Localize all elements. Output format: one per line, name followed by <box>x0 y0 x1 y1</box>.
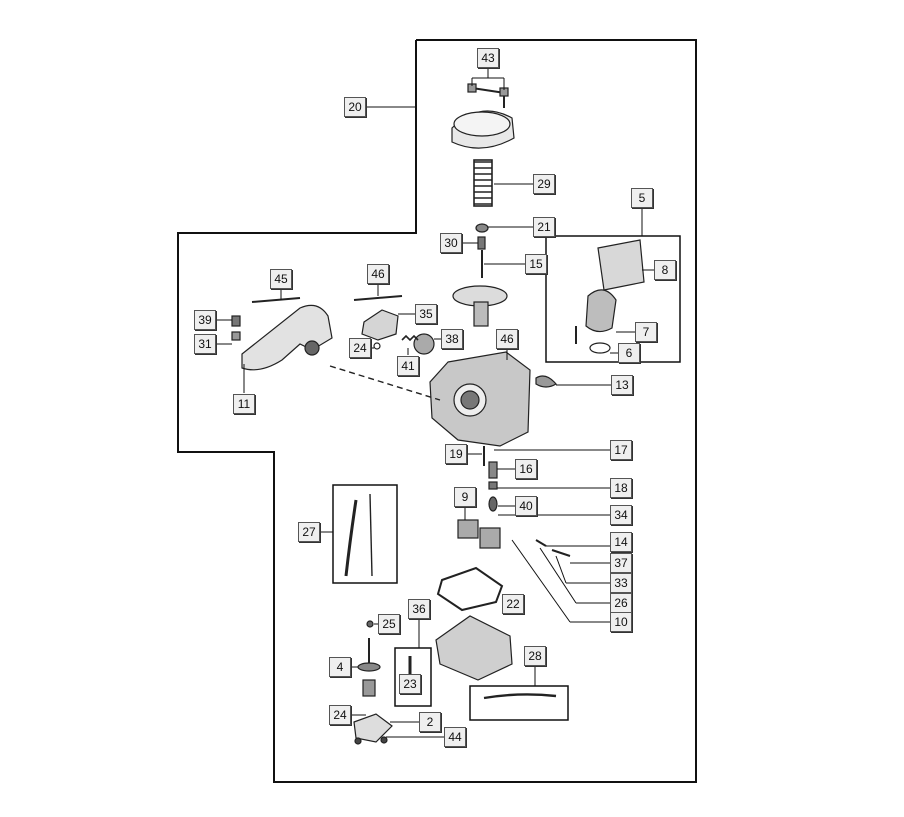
callout-c36: 36 <box>408 599 430 619</box>
callout-c20: 20 <box>344 97 366 117</box>
callout-c9: 9 <box>454 487 476 507</box>
group-box-27 <box>332 484 398 584</box>
callout-c19: 19 <box>445 444 467 464</box>
part-35-flange <box>361 309 399 341</box>
callout-c34: 34 <box>610 505 632 525</box>
parts <box>231 83 645 745</box>
part-9-float <box>457 519 479 539</box>
callout-c31: 31 <box>194 334 216 354</box>
callout-c46a: 46 <box>367 264 389 284</box>
group-box-28 <box>469 685 569 721</box>
callout-c33: 33 <box>610 573 632 593</box>
part-2-cover <box>353 713 393 743</box>
callout-c7: 7 <box>635 322 657 342</box>
callout-c30: 30 <box>440 233 462 253</box>
callout-c43: 43 <box>477 48 499 68</box>
part-44-screw <box>354 737 362 745</box>
callout-c21: 21 <box>533 217 555 237</box>
callout-c2: 2 <box>419 712 441 732</box>
callout-c6: 6 <box>618 343 640 363</box>
callout-c23: 23 <box>399 674 421 694</box>
part-38 <box>413 333 435 355</box>
callout-c10: 10 <box>610 612 632 632</box>
callout-c16: 16 <box>515 459 537 479</box>
part-6-oring <box>589 342 611 354</box>
part-25 <box>366 620 374 628</box>
callout-c25: 25 <box>378 614 400 634</box>
part-11-throttle-lever <box>241 304 333 371</box>
part-28-hose <box>483 693 557 700</box>
part-7-choke-body <box>585 289 617 333</box>
part-40 <box>488 496 498 512</box>
callout-c13: 13 <box>611 375 633 395</box>
group-box-5 <box>545 235 681 363</box>
outer-frame <box>177 39 697 783</box>
part-4 <box>357 662 381 672</box>
callout-c17: 17 <box>610 440 632 460</box>
part-43-screws <box>467 83 509 108</box>
callout-c29: 29 <box>533 174 555 194</box>
part-39 <box>231 315 241 327</box>
callout-c38: 38 <box>441 329 463 349</box>
callout-c8: 8 <box>654 260 676 280</box>
part-30 <box>477 236 486 250</box>
callout-c35: 35 <box>415 304 437 324</box>
callout-c14: 14 <box>610 532 632 552</box>
callout-c18: 18 <box>610 478 632 498</box>
part-27-pipe <box>344 499 358 577</box>
callout-c11: 11 <box>233 394 255 414</box>
part-13 <box>535 375 557 388</box>
part-31 <box>231 331 241 341</box>
callout-c39: 39 <box>194 310 216 330</box>
part-45-screw <box>251 297 301 303</box>
part-8-choke <box>597 239 645 291</box>
callout-c24b: 24 <box>329 705 351 725</box>
part-21 <box>475 223 489 233</box>
callout-c5: 5 <box>631 188 653 208</box>
callout-c37: 37 <box>610 553 632 573</box>
callout-c22: 22 <box>502 594 524 614</box>
part-float-bowl <box>435 615 513 681</box>
part-24-oring <box>373 342 381 350</box>
callout-c4: 4 <box>329 657 351 677</box>
callout-c41: 41 <box>397 356 419 376</box>
callout-c27: 27 <box>298 522 320 542</box>
callout-c28: 28 <box>524 646 546 666</box>
part-46-screws <box>353 295 403 301</box>
part-29-spring <box>473 159 493 207</box>
callout-c40: 40 <box>515 496 537 516</box>
group-boxes <box>332 235 681 721</box>
callout-c15: 15 <box>525 254 547 274</box>
callout-c26: 26 <box>610 593 632 613</box>
group-box-36 <box>394 647 432 707</box>
callout-c46b: 46 <box>496 329 518 349</box>
part-41-spring <box>401 334 419 342</box>
part-16 <box>488 461 498 479</box>
part-22-gasket <box>436 566 504 612</box>
callout-c24a: 24 <box>349 338 371 358</box>
part-18 <box>488 481 498 490</box>
callout-c44: 44 <box>444 727 466 747</box>
callout-c45: 45 <box>270 269 292 289</box>
